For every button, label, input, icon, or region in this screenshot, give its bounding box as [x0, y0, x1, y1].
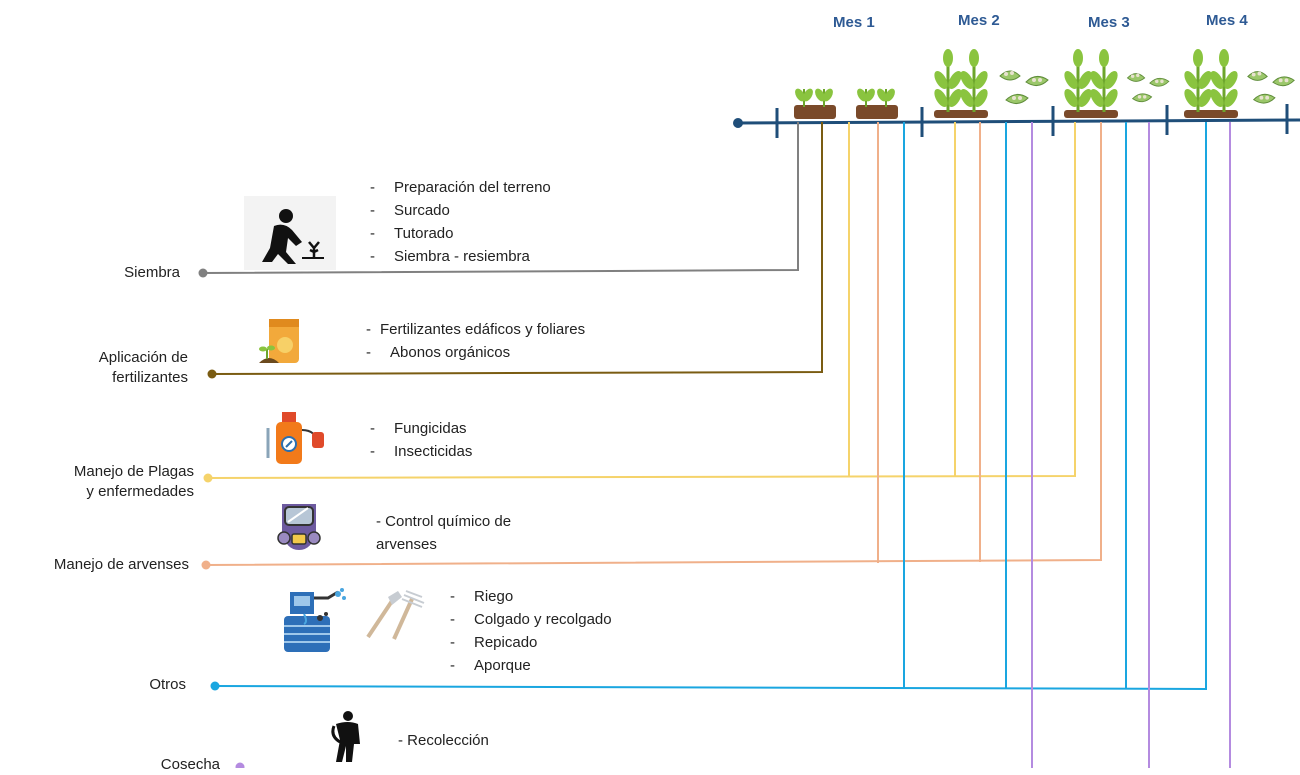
task-item: -Fungicidas — [370, 420, 467, 437]
category-plagas-line1: Manejo de Plagas — [73, 463, 194, 480]
task-item: -Fertilizantes edáficos y foliares — [366, 321, 586, 338]
category-fertilizantes-line1: Aplicación de — [98, 349, 188, 366]
category-fertilizantes-line2: fertilizantes — [112, 369, 188, 386]
gas-mask-icon — [277, 504, 321, 550]
grown-plant-icon — [1184, 49, 1238, 118]
seedling-icon — [794, 88, 836, 119]
rake-shovel-icon — [366, 590, 425, 640]
timeline-axis — [737, 118, 1300, 125]
task-item: -Insecticidas — [370, 443, 473, 460]
person-planting-icon — [244, 196, 336, 270]
fertilizantes-connector — [211, 122, 823, 375]
task-item: - Recolección — [398, 732, 489, 749]
pea-pods-icon — [1126, 73, 1170, 103]
otros-connector — [214, 122, 1207, 691]
tasks-arvenses: - Control químico de arvenses — [376, 510, 511, 556]
category-siembra: Siembra — [124, 264, 180, 281]
category-cosecha: Cosecha — [160, 756, 220, 773]
siembra-connector — [202, 122, 799, 274]
task-item: -Repicado — [450, 634, 538, 651]
category-plagas-line2: y enfermedades — [86, 483, 194, 500]
plagas-connector — [207, 122, 1076, 479]
category-arvenses: Manejo de arvenses — [53, 556, 189, 573]
cosecha-dot — [235, 762, 245, 768]
month-3-label: Mes 3 — [1088, 14, 1130, 31]
task-item: -Siembra - resiembra — [370, 248, 530, 265]
task-item: -Preparación del terreno — [370, 179, 551, 196]
tasks-fertilizantes: -Fertilizantes edáficos y foliares -Abon… — [366, 318, 585, 364]
task-item: - Control químico de — [376, 513, 512, 530]
arvenses-dot — [201, 560, 211, 570]
grown-plant-icon — [934, 49, 988, 118]
task-item: arvenses — [376, 536, 437, 553]
plagas-dot — [203, 473, 213, 483]
task-item: -Tutorado — [370, 225, 454, 242]
grown-plant-icon — [1064, 49, 1118, 118]
cosecha-connector — [1031, 122, 1231, 768]
task-item: -Aporque — [450, 657, 531, 674]
task-item: -Abonos orgánicos — [366, 344, 511, 361]
sprayer-icon — [266, 412, 324, 464]
fertilizantes-dot — [207, 369, 217, 379]
harvester-person-icon — [331, 711, 360, 762]
month-1-label: Mes 1 — [833, 14, 875, 31]
task-item: -Surcado — [370, 202, 450, 219]
category-fertilizantes: Aplicación de fertilizantes — [40, 348, 188, 388]
otros-dot — [210, 681, 220, 691]
month-4-label: Mes 4 — [1206, 12, 1248, 29]
tasks-cosecha: - Recolección — [398, 729, 489, 752]
seedling-icon — [856, 88, 898, 119]
pea-pods-icon — [999, 70, 1049, 104]
category-plagas: Manejo de Plagas y enfermedades — [10, 462, 194, 502]
pea-pods-icon — [1247, 71, 1295, 104]
category-otros: Otros — [149, 676, 186, 693]
task-item: -Colgado y recolgado — [450, 611, 612, 628]
month-2-label: Mes 2 — [958, 12, 1000, 29]
tasks-siembra: -Preparación del terreno -Surcado -Tutor… — [370, 176, 551, 268]
siembra-dot — [198, 268, 208, 278]
timeline-start-dot — [733, 118, 743, 128]
tasks-otros: -Riego -Colgado y recolgado -Repicado -A… — [450, 585, 612, 677]
irrigation-tools-icon — [284, 588, 346, 652]
arvenses-connector — [205, 122, 1102, 566]
tasks-plagas: -Fungicidas -Insecticidas — [370, 417, 472, 463]
fertilizer-bag-icon — [259, 319, 299, 363]
task-item: -Riego — [450, 588, 514, 605]
